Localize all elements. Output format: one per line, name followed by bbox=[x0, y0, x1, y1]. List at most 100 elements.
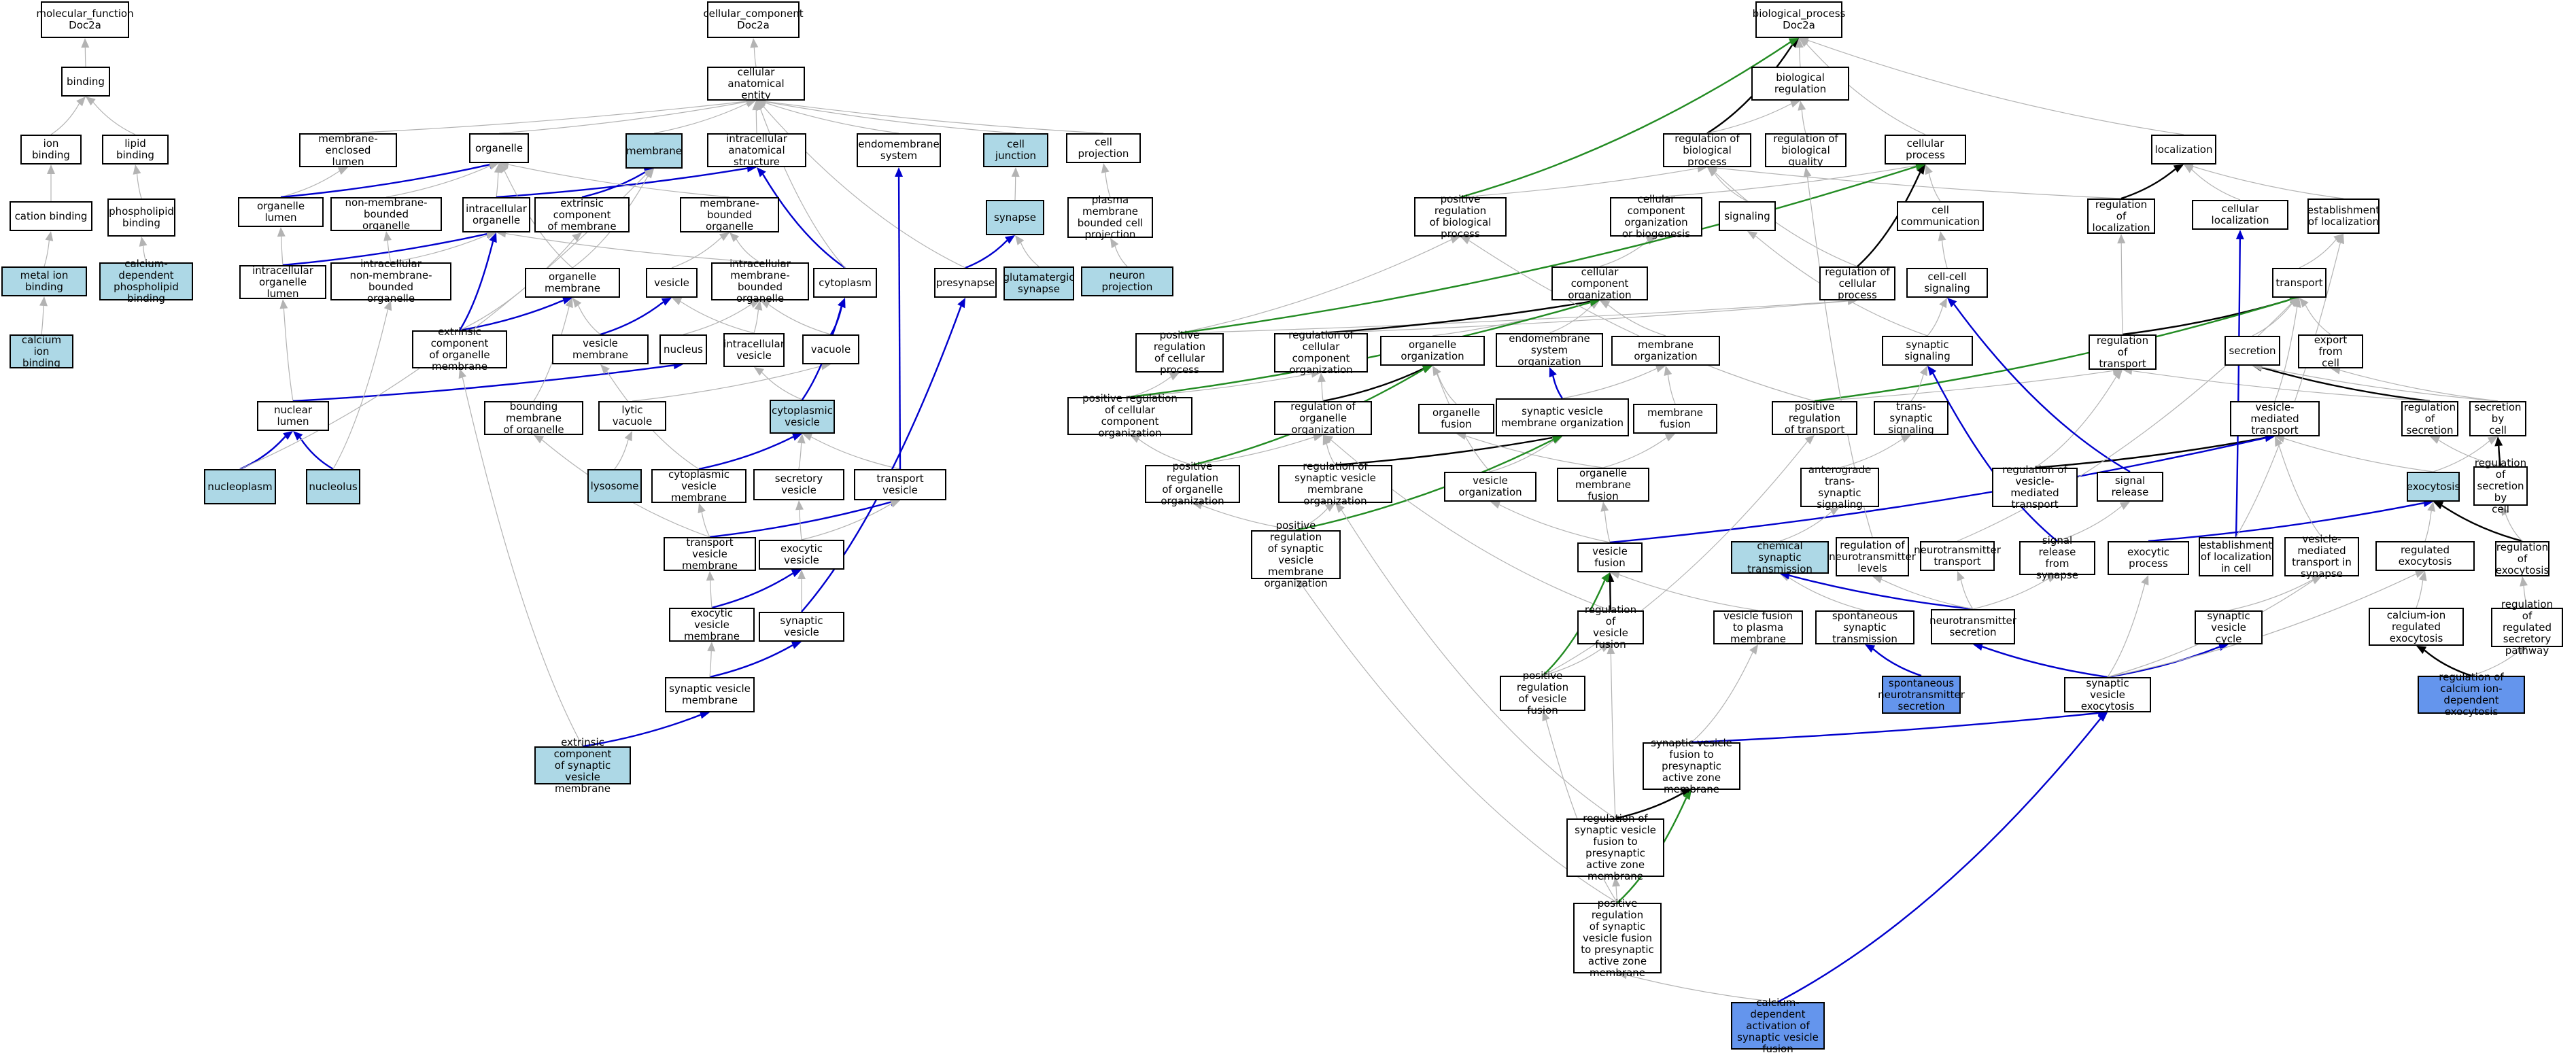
term-node-regsvfpaz: regulation of synaptic vesicle fusion to… bbox=[1566, 813, 1664, 882]
edge-regorgorg-to-regcco bbox=[1321, 381, 1324, 402]
edge-arrowhead-regloc-to-localization bbox=[2173, 165, 2184, 173]
edge-sntsec-to-sst bbox=[1872, 648, 1922, 677]
edge-arrowhead-lipidb-to-binding bbox=[86, 97, 96, 106]
term-node-sst: spontaneous synaptic transmission bbox=[1815, 610, 1914, 644]
edge-regsecbycell-to-secbycell bbox=[2498, 445, 2502, 467]
edge-vesmem-to-vesicle bbox=[600, 301, 664, 336]
edge-intorg-to-organelle bbox=[496, 172, 499, 198]
term-node-pmbcp: plasma membrane bounded cell projection bbox=[1067, 194, 1153, 241]
edge-arrowhead-posregsvmo-to-regsvmo bbox=[1325, 503, 1335, 512]
edge-iol-to-intorg bbox=[282, 232, 487, 266]
edge-vacuole-to-imbo bbox=[768, 304, 831, 335]
edge-ecsvm-to-extcom bbox=[462, 377, 583, 747]
term-node-caire: calcium-ion regulated exocytosis bbox=[2369, 608, 2464, 646]
edge-arrowhead-posregcp-to-cellproc bbox=[1915, 162, 1925, 171]
edge-exportcell-to-transport bbox=[2305, 305, 2331, 335]
term-node-ecsvm: extrinsic component of synaptic vesicle … bbox=[534, 736, 631, 794]
term-node-nucleolus: nucleolus bbox=[306, 469, 360, 504]
edge-arrowhead-posregoo-to-posregcco bbox=[1130, 435, 1141, 443]
term-node-posregtrans: positive regulation of transport bbox=[1772, 400, 1857, 435]
edge-intves-to-imbo bbox=[753, 309, 759, 334]
edge-arrowhead-transport-to-estloc bbox=[2333, 234, 2343, 243]
term-node-regsecbycell: regulation of secretion by cell bbox=[2473, 456, 2528, 515]
edge-posregvf-to-vesfus bbox=[1542, 580, 1606, 676]
term-node-vesmem: vesicle membrane bbox=[552, 334, 649, 364]
term-node-regcco: regulation of cellular component organiz… bbox=[1274, 330, 1368, 376]
term-node-emso: endomembrane system organization bbox=[1496, 332, 1603, 367]
edge-svm-to-synves bbox=[709, 644, 793, 678]
edge-arrowhead-iol-to-orglumen bbox=[277, 227, 286, 237]
edge-arrowhead-extcom-to-intorg bbox=[489, 232, 497, 243]
edge-sigrel-to-ccsig bbox=[1953, 303, 2131, 473]
edge-arrowhead-omf-to-memfus bbox=[1664, 434, 1675, 442]
term-node-regloc: regulation of localization bbox=[2087, 198, 2155, 234]
term-node-orgorg: organelle organization bbox=[1380, 336, 1485, 366]
term-node-ias: intracellular anatomical structure bbox=[707, 133, 806, 167]
edge-arrowhead-svexo-to-ntsec bbox=[1973, 642, 1984, 651]
edge-secves-to-cytves bbox=[798, 443, 802, 470]
edge-regsvfpaz-to-regsvmo bbox=[1341, 510, 1616, 819]
edge-regcp-to-regbp bbox=[1715, 172, 1858, 267]
term-node-cae: cellular anatomical entity bbox=[707, 66, 805, 101]
term-node-regsvmo: regulation of synaptic vesicle membrane … bbox=[1278, 461, 1392, 507]
edge-synapse-to-celljunc bbox=[1014, 176, 1016, 201]
edge-tvm-to-cvm bbox=[701, 512, 710, 538]
edge-vesorg-to-svmo bbox=[1490, 440, 1554, 472]
edge-arrowhead-svm-to-evm bbox=[707, 642, 716, 652]
edge-arrowhead-cvm-to-vesmem bbox=[600, 364, 610, 375]
edge-tvm-to-tranves bbox=[709, 501, 891, 538]
edge-iol-to-orglumen bbox=[281, 236, 284, 266]
edge-posregsvmo-to-svmo bbox=[1295, 438, 1554, 532]
edge-inmbo-to-nmbo bbox=[387, 240, 392, 263]
term-node-lipidb: lipid binding bbox=[102, 135, 169, 165]
edge-srfs-to-synsig bbox=[1932, 373, 2058, 542]
term-node-secretion: secretion bbox=[2225, 336, 2280, 366]
edge-arrowhead-atss-to-tss bbox=[1900, 435, 1911, 443]
edge-regcp-to-cellproc bbox=[1857, 172, 1921, 267]
edge-regexo-to-exocytosis bbox=[2424, 511, 2432, 542]
edge-arrowhead-tvm-to-cvm bbox=[698, 503, 706, 514]
edge-omf-to-memfus bbox=[1602, 437, 1667, 468]
edge-posregcco-to-posregcp bbox=[1129, 376, 1171, 398]
edge-arrowhead-cytves-to-cytoplasm bbox=[838, 298, 846, 309]
term-node-orglumen: organelle lumen bbox=[238, 197, 324, 227]
edge-extcom-to-intorg bbox=[458, 241, 494, 331]
edge-arrowhead-posregsvfpaz-to-regsvfpaz bbox=[1612, 877, 1621, 887]
term-node-memfus: membrane fusion bbox=[1633, 404, 1717, 434]
edge-pmbcp-to-cellproj bbox=[1105, 172, 1111, 198]
edge-arrowhead-regcide-to-caire bbox=[2416, 646, 2427, 654]
edge-lysosome-to-lytvac bbox=[614, 439, 629, 470]
edge-arrowhead-posregsvmo-to-svmo bbox=[1551, 435, 1562, 444]
edge-regsec-to-secretion bbox=[2261, 366, 2431, 402]
edge-regbq-to-bioreg bbox=[1801, 109, 1806, 134]
edge-arrowhead-glusyn-to-synapse bbox=[1015, 235, 1025, 245]
term-node-neuproj: neuron projection bbox=[1081, 266, 1173, 296]
edge-arrowhead-localization-to-bp bbox=[1799, 36, 1810, 45]
edge-arrowhead-posregoo-to-regorgorg bbox=[1313, 433, 1323, 441]
edge-secbycell-to-secretion bbox=[2261, 366, 2498, 402]
term-node-posregvf: positive regulation of vesicle fusion bbox=[1500, 670, 1585, 716]
edge-arrowhead-bmo-to-orgmem bbox=[565, 298, 573, 309]
edge-regcco-to-regcp bbox=[1320, 300, 1849, 334]
edge-elic-to-cellloc bbox=[2235, 239, 2242, 538]
term-node-regexo: regulated exocytosis bbox=[2375, 541, 2475, 571]
term-node-vesfus: vesicle fusion bbox=[1577, 542, 1643, 572]
edge-arrowhead-cdasvf-to-svexo bbox=[2097, 712, 2108, 722]
edge-arrowhead-posregvf-to-regvesfus bbox=[1600, 644, 1611, 653]
edge-arrowhead-posregbp-to-bp bbox=[1788, 38, 1799, 46]
edge-emso-to-cco bbox=[1549, 305, 1592, 334]
edge-arrowhead-regorgorg-to-regcco bbox=[1318, 373, 1326, 383]
edge-phosb-to-lipidb bbox=[136, 173, 142, 199]
edge-regcide-to-caire bbox=[2424, 649, 2472, 677]
edge-arrowhead-srfs-to-synsig bbox=[1927, 366, 1937, 376]
term-node-phosb: phospholipid binding bbox=[107, 198, 175, 237]
term-node-orgmem: organelle membrane bbox=[525, 268, 620, 298]
edge-cadphos-to-phosb bbox=[142, 245, 147, 263]
term-node-ionb: ion binding bbox=[20, 135, 82, 165]
edge-arrowhead-bioreg-to-bp bbox=[1795, 38, 1804, 48]
edge-arrowhead-neuproj-to-pmbcp bbox=[1110, 238, 1119, 249]
term-node-posregbp: positive regulation of biological proces… bbox=[1414, 194, 1507, 240]
edge-caire-to-regexo bbox=[2416, 580, 2424, 608]
edge-tranves-to-cytves bbox=[810, 436, 901, 470]
edge-arrowhead-tranves-to-endosys bbox=[895, 167, 904, 177]
